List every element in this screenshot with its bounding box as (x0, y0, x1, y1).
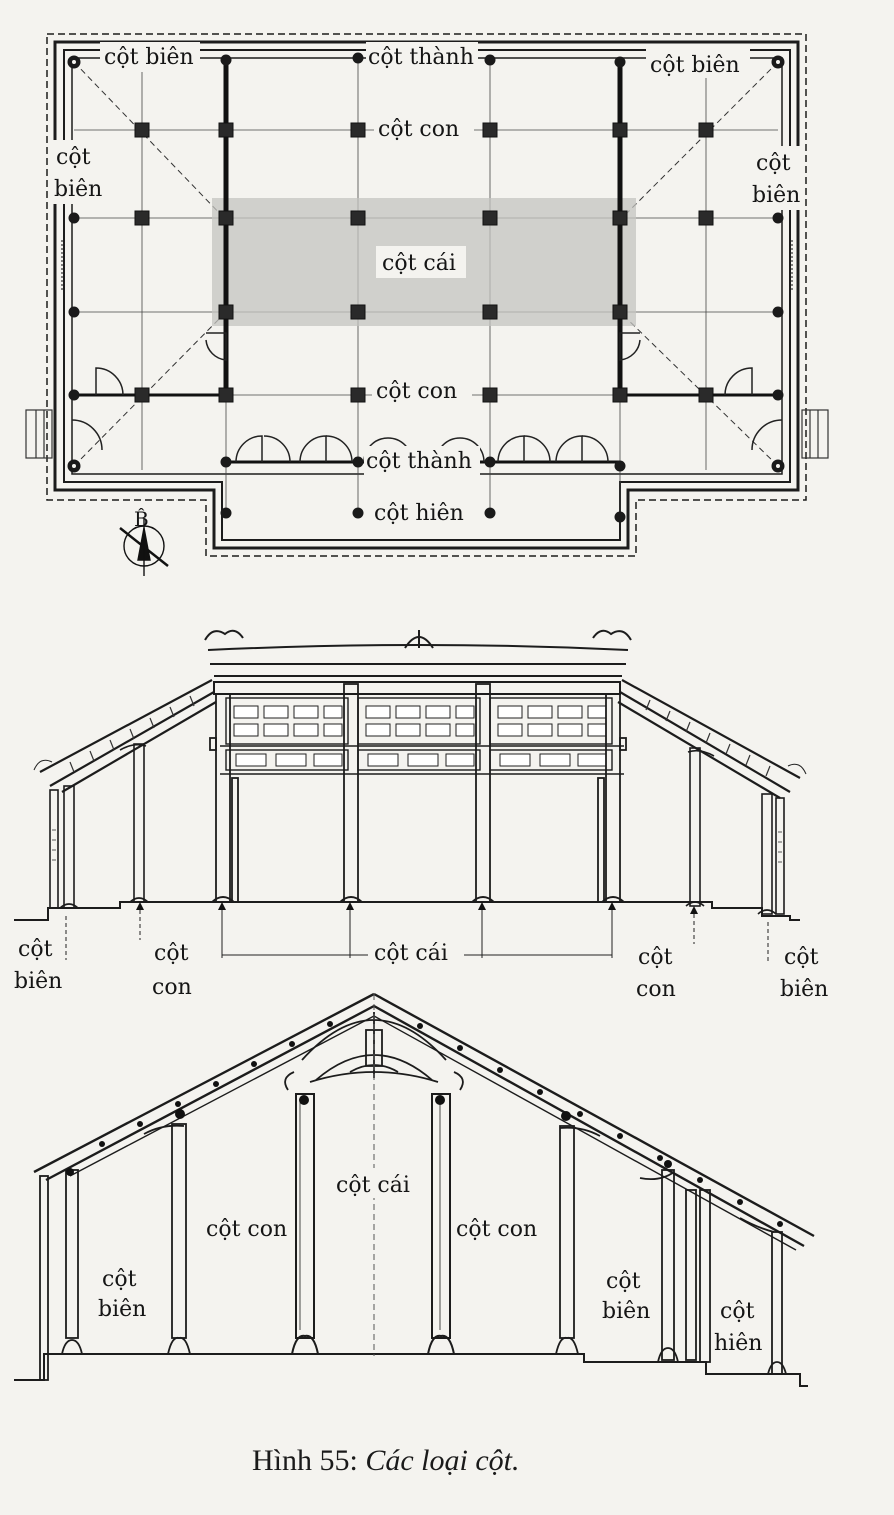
sec1-label-con-right-2: con (636, 977, 676, 1002)
floor-plan: cột biên cột thành cột biên cột con cột … (25, 33, 829, 576)
sec1-label-bien-right-1: cột (784, 945, 819, 970)
sec1-label-con-right-1: cột (638, 945, 673, 970)
plan-label-right-bien: biên (752, 183, 800, 208)
plan-label-left-cot: cột (56, 145, 91, 170)
plan-label-right-cot: cột (756, 151, 791, 176)
sec2-label-bien-right-2: biên (602, 1299, 650, 1324)
plan-label-cot-cai: cột cái (382, 251, 456, 276)
sec1-label-bien-right-2: biên (780, 977, 828, 1002)
sec2-label-bien-left-2: biên (98, 1297, 146, 1322)
sec2-label-cot-con-right: cột con (456, 1217, 537, 1242)
plan-label-cot-con-upper: cột con (378, 117, 459, 142)
sec2-label-cot-con-left: cột con (206, 1217, 287, 1242)
north-arrow-icon (119, 518, 169, 576)
section-transverse: cột cái cột con cột con cột biên cột biê… (14, 992, 815, 1387)
plan-label-cot-bien-top-left: cột biên (104, 45, 194, 70)
sec2-label-bien-right-1: cột (606, 1269, 641, 1294)
sec1-label-con-left-2: con (152, 975, 192, 1000)
caption-title: Các loại cột. (365, 1444, 519, 1477)
sec2-label-bien-left-1: cột (102, 1267, 137, 1292)
north-mark-label: B̂ (134, 507, 149, 531)
figure-caption: Hình 55: Các loại cột. (252, 1444, 520, 1477)
plan-label-left-bien: biên (54, 177, 102, 202)
sec2-label-hien-2: hiên (714, 1331, 762, 1356)
plan-label-cot-bien-top-right: cột biên (650, 53, 740, 78)
section-longitudinal: cột biên cột con cột cái cột con cột biê… (14, 629, 828, 1002)
sec1-label-con-left-1: cột (154, 941, 189, 966)
plan-label-cot-thanh-top: cột thành (368, 45, 474, 70)
plan-label-cot-con-lower: cột con (376, 379, 457, 404)
caption-prefix: Hình 55: (252, 1444, 365, 1477)
sec1-label-bien-left-2: biên (14, 969, 62, 994)
sec1-label-cot-cai: cột cái (374, 941, 448, 966)
sec1-label-bien-left-1: cột (18, 937, 53, 962)
sec2-label-hien-1: cột (720, 1299, 755, 1324)
plan-label-cot-thanh-bottom: cột thành (366, 449, 472, 474)
plan-label-cot-hien: cột hiên (374, 501, 464, 526)
sec2-label-cot-cai: cột cái (336, 1173, 410, 1198)
